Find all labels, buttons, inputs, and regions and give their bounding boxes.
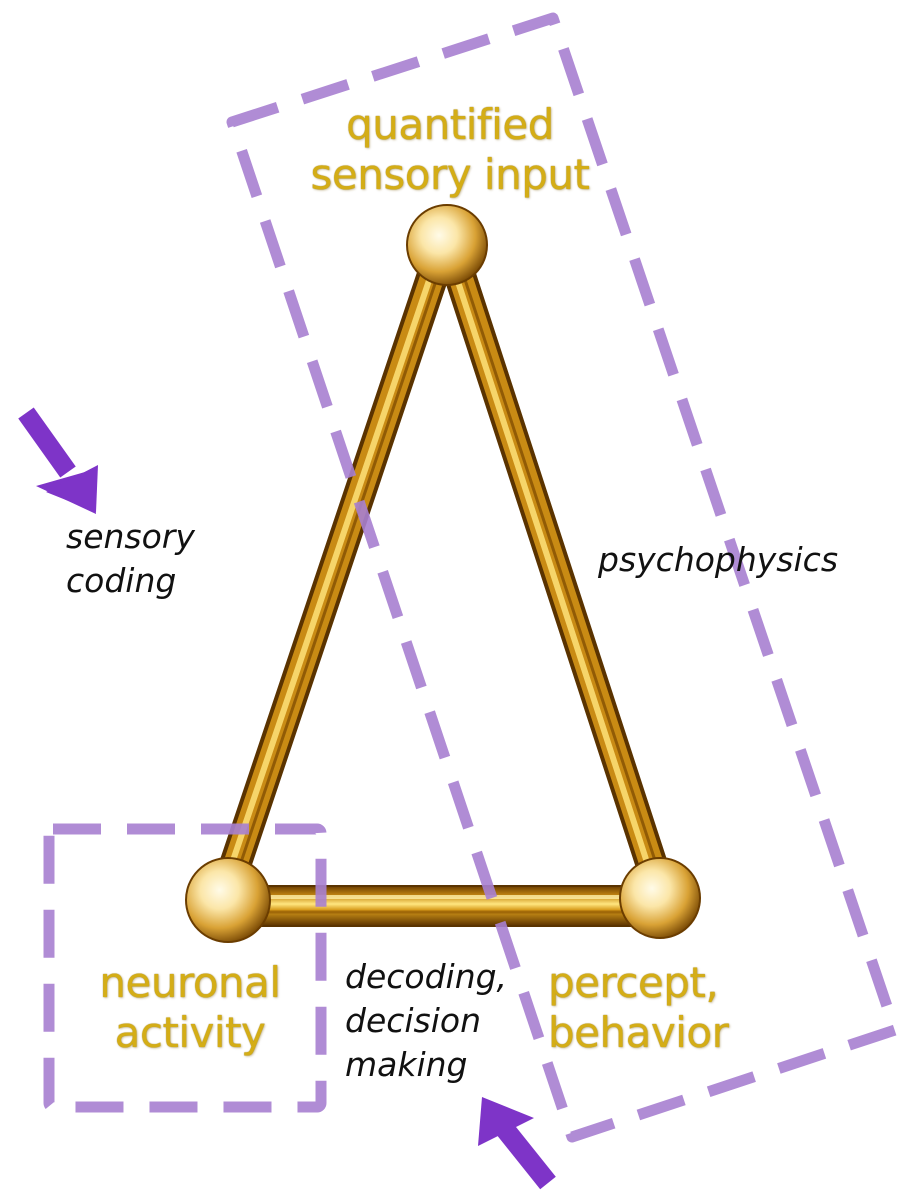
node-label-top-line-1: quantified	[346, 100, 554, 149]
edge-label-right-line-1: psychophysics	[598, 540, 839, 579]
bottom-right-node-ball	[619, 857, 701, 939]
edge-label-bottom-line-2: decision	[345, 1001, 482, 1040]
node-label-bottom-right: percept, behavior	[548, 958, 758, 1058]
top-node-ball	[406, 204, 488, 286]
node-label-bottom-left-line-1: neuronal	[99, 958, 281, 1007]
node-label-top-line-2: sensory input	[310, 150, 590, 199]
edge-label-bottom-line-1: decoding,	[345, 957, 508, 996]
left-rod	[209, 229, 459, 911]
sensory-coding-arrow	[18, 407, 98, 514]
bottom-rod	[224, 885, 661, 927]
neuronal-activity-box	[43, 823, 327, 1113]
node-label-bottom-right-line-2: behavior	[548, 1008, 729, 1057]
node-label-bottom-right-line-1: percept,	[548, 958, 719, 1007]
node-label-bottom-left: neuronal activity	[80, 958, 300, 1058]
node-balls	[185, 204, 701, 943]
bottom-left-node-ball	[185, 857, 271, 943]
edge-label-left-line-1: sensory	[66, 517, 195, 556]
node-label-bottom-left-line-2: activity	[114, 1008, 266, 1057]
triangle-rods	[209, 229, 676, 927]
node-label-top: quantified sensory input	[300, 100, 600, 200]
edge-label-bottom: decoding, decision making	[345, 955, 507, 1087]
decoding-arrow	[478, 1097, 556, 1190]
edge-label-right: psychophysics	[598, 538, 838, 582]
right-rod	[434, 229, 676, 906]
edge-label-left: sensory coding	[66, 515, 195, 603]
psychophysics-box	[226, 12, 901, 1143]
edge-label-bottom-line-3: making	[345, 1045, 468, 1084]
edge-label-left-line-2: coding	[66, 561, 177, 600]
